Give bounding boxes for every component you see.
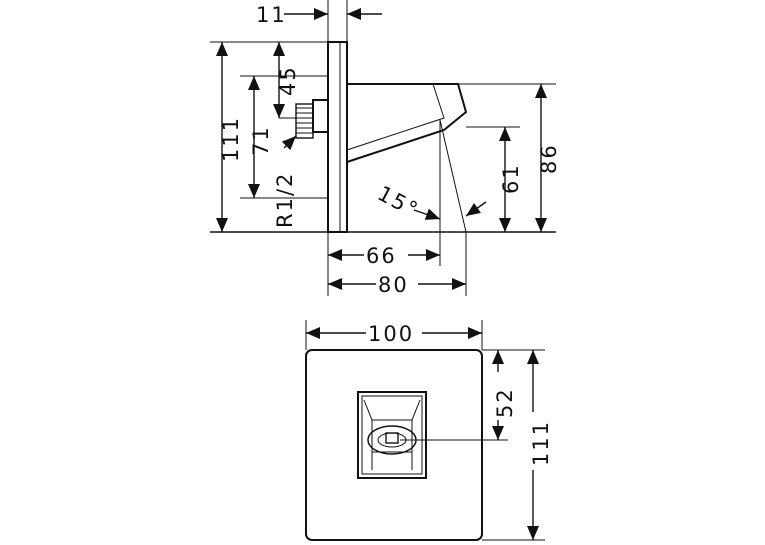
dim-label-11: 11	[256, 3, 287, 27]
dim-label-80: 80	[378, 273, 409, 297]
dim-label-52: 52	[493, 387, 517, 418]
wall-plate-side	[327, 41, 348, 233]
dim-label-66: 66	[366, 244, 397, 268]
dim-label-angle: 15°	[374, 181, 423, 222]
spout-side	[346, 83, 468, 233]
dimension-projection-66: 66	[328, 244, 440, 268]
dimension-height-111: 111	[216, 42, 243, 232]
dim-label-100: 100	[368, 322, 414, 346]
dimension-thread-71: 71	[248, 75, 273, 198]
dimension-spout-86: 86	[458, 83, 561, 232]
dim-label-111-side: 111	[219, 116, 243, 162]
spout-front	[357, 391, 427, 479]
thread-size-label: R1/2	[273, 131, 301, 228]
front-view: 100 52 111	[305, 320, 553, 541]
dimension-width-100: 100	[306, 322, 482, 346]
thread-connector	[295, 99, 329, 139]
dim-label-thread: R1/2	[273, 172, 297, 228]
dimension-offset-45: 45	[273, 42, 300, 119]
dimension-angle-15: 15°	[374, 181, 487, 225]
dimension-outlet-52: 52	[492, 350, 517, 440]
dim-label-111-front: 111	[529, 420, 553, 466]
wall-plate-front	[305, 349, 483, 541]
dim-label-45: 45	[276, 65, 300, 96]
dimension-height-111-front: 111	[527, 350, 553, 540]
dim-label-61: 61	[499, 163, 523, 194]
dim-label-86: 86	[537, 143, 561, 174]
dimension-outlet-61: 61	[466, 126, 523, 232]
dimension-projection-80: 80	[328, 273, 466, 297]
side-view: 11 111 45 71	[210, 0, 561, 297]
dim-label-71: 71	[249, 125, 273, 156]
dimension-wall-thickness: 11	[256, 0, 382, 42]
